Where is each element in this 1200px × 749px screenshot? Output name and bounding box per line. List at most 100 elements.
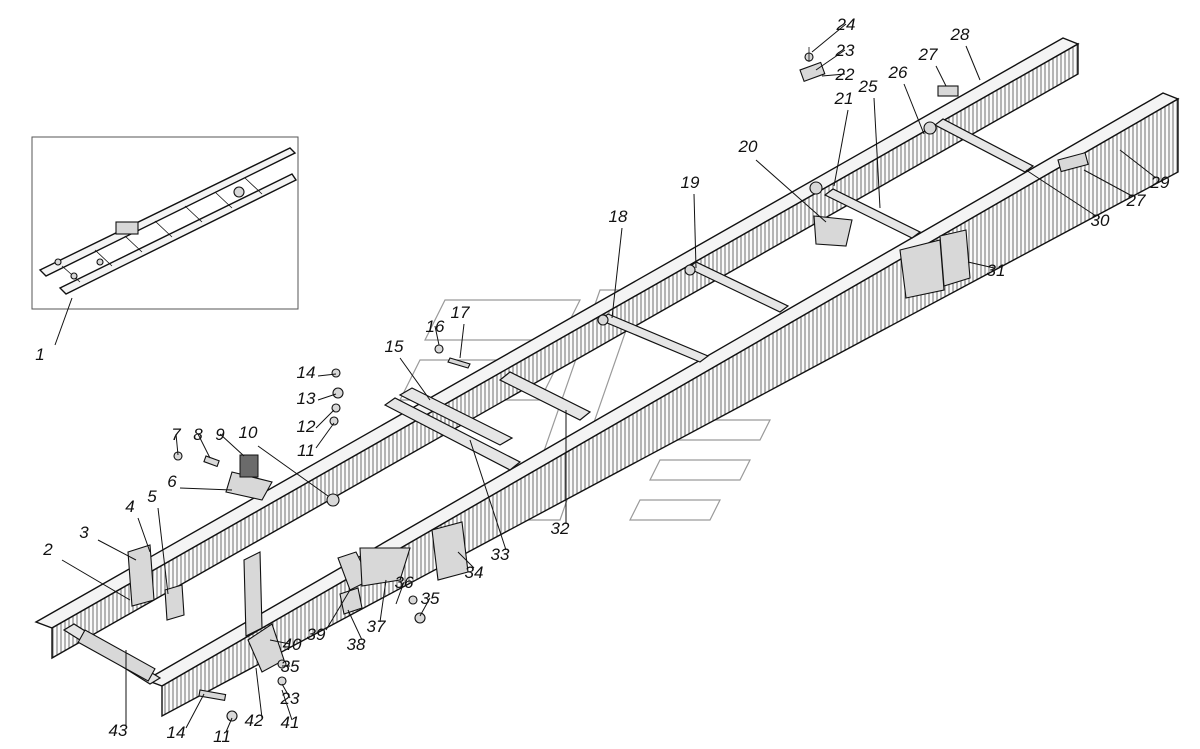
callout-leader-line xyxy=(873,97,881,209)
callout-label: 32 xyxy=(551,519,570,538)
callout-label: 6 xyxy=(167,472,177,491)
callout-leader-line xyxy=(1083,169,1133,197)
callout-label: 28 xyxy=(950,25,970,44)
callout-label: 43 xyxy=(109,721,128,740)
callout-leader-line xyxy=(379,579,387,623)
callout-leader-line xyxy=(281,683,291,699)
inset-frame-overview xyxy=(31,136,299,310)
callout-label: 42 xyxy=(245,711,264,730)
callout-leader-line xyxy=(399,357,431,401)
brackets-and-fittings xyxy=(127,47,1089,722)
callout-leader-line xyxy=(967,261,995,269)
callout-leader-line xyxy=(821,73,846,77)
callout-label: 26 xyxy=(888,63,908,82)
callout-label: 29 xyxy=(1150,173,1170,192)
callout-leader-line xyxy=(903,83,925,135)
callout-leader-line xyxy=(755,159,827,223)
left-side-rail xyxy=(34,37,1080,660)
callout-leader-line xyxy=(257,445,329,497)
callout-leader-line xyxy=(965,45,981,81)
callout-leader-line xyxy=(325,589,351,631)
callout-label: 23 xyxy=(835,41,855,60)
callout-leader-line xyxy=(469,439,507,551)
callout-label: 3 xyxy=(79,523,89,542)
callout-leader-line xyxy=(225,717,233,733)
callout-label: 34 xyxy=(465,563,484,582)
callout-label: 40 xyxy=(283,635,302,654)
cross-members xyxy=(62,118,1035,685)
callout-leader-line xyxy=(197,433,211,459)
callout-leader-line xyxy=(281,689,293,721)
callout-label: 5 xyxy=(147,487,157,506)
callout-label: 4 xyxy=(125,497,134,516)
callout-leader-line xyxy=(395,581,405,605)
callout-label: 12 xyxy=(297,417,316,436)
callout-leader-line xyxy=(419,597,431,617)
callout-leader-line xyxy=(219,433,245,457)
callout-leader-line xyxy=(1119,149,1157,179)
callout-label: 22 xyxy=(835,65,855,84)
callout-label: 37 xyxy=(367,617,386,636)
callout-leader-line xyxy=(137,517,151,553)
callout-leader-line xyxy=(185,693,205,729)
callout-label: 11 xyxy=(213,727,231,746)
callout-leader-line xyxy=(317,393,337,401)
callout-leader-line xyxy=(179,487,233,491)
callout-leader-line xyxy=(815,49,846,71)
callout-label: 27 xyxy=(1126,191,1146,210)
callout-label: 24 xyxy=(836,15,856,34)
callout-leader-line xyxy=(61,559,131,601)
callout-leader-line xyxy=(315,422,335,449)
callout-label: 33 xyxy=(491,545,510,564)
callout-leader-line xyxy=(97,539,137,561)
callout-label: 18 xyxy=(609,207,628,226)
callout-label: 38 xyxy=(347,635,366,654)
callout-label: 8 xyxy=(193,425,203,444)
callout-label: 2 xyxy=(42,540,53,559)
callout-label: 39 xyxy=(307,625,326,644)
callout-label: 14 xyxy=(297,363,316,382)
callout-leader-line xyxy=(317,373,337,377)
callout-label: 25 xyxy=(858,77,878,96)
callout-label: 17 xyxy=(451,303,470,322)
callout-leader-line xyxy=(935,65,947,87)
callout-label: 13 xyxy=(297,389,316,408)
callout-label: 9 xyxy=(215,425,225,444)
callout-label: 1 xyxy=(35,345,44,364)
callout-leader-line xyxy=(347,609,363,641)
callout-label: 19 xyxy=(681,173,700,192)
callout-label: 35 xyxy=(421,589,440,608)
callout-label: 11 xyxy=(297,441,315,460)
callout-leader-line xyxy=(269,639,291,645)
callout-leader-line xyxy=(459,323,465,359)
callout-leader-line xyxy=(434,325,440,346)
callout-leader-line xyxy=(811,23,847,53)
callout-label: 21 xyxy=(834,89,854,108)
callout-label: 23 xyxy=(280,689,300,708)
callout-leader-line xyxy=(1025,169,1097,217)
callout-label: 10 xyxy=(239,423,258,442)
callout-label: 16 xyxy=(426,317,445,336)
callout-label: 41 xyxy=(281,713,300,732)
callout-leader-line xyxy=(157,507,169,595)
callout-label: 7 xyxy=(171,425,181,444)
callout-label: 35 xyxy=(281,657,300,676)
callout-leader-line xyxy=(611,227,623,319)
callout-label: 14 xyxy=(167,723,186,742)
callout-leader-line xyxy=(457,551,475,569)
callout-leader-line xyxy=(54,297,73,346)
callout-label: 31 xyxy=(987,261,1006,280)
callout-label: 36 xyxy=(395,573,414,592)
callout-leader-line xyxy=(255,667,263,719)
callout-label: 27 xyxy=(918,45,938,64)
callout-label: 15 xyxy=(385,337,404,356)
callout-label: 20 xyxy=(738,137,758,156)
callout-leader-line xyxy=(693,193,697,269)
callout-label: 30 xyxy=(1091,211,1110,230)
callout-leader-line xyxy=(833,109,849,187)
callout-leader-line xyxy=(175,433,179,456)
callout-leader-line xyxy=(315,409,335,429)
